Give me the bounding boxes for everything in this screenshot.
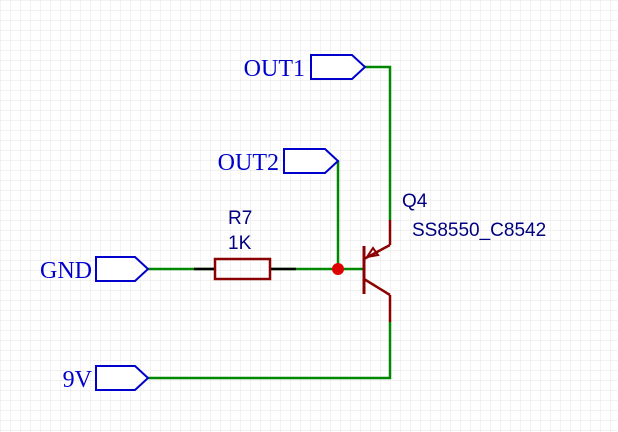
port-out2: OUT2: [218, 148, 340, 176]
transistor-part: SS8550_C8542: [412, 220, 546, 241]
resistor-r7: R7 1K: [194, 208, 296, 281]
transistor-q4: Q4 SS8550_C8542: [362, 191, 546, 322]
port-flag: [95, 256, 150, 282]
port-out1: OUT1: [244, 54, 367, 82]
port-flag: [95, 365, 150, 391]
port-label: OUT2: [218, 150, 279, 176]
port-flag: [310, 54, 367, 80]
port-9v: 9V: [63, 365, 150, 393]
transistor-arrow: [364, 246, 380, 259]
transistor-designator: Q4: [402, 191, 428, 212]
port-label: OUT1: [244, 56, 305, 82]
resistor-value: 1K: [228, 233, 252, 254]
resistor-body: [213, 257, 272, 281]
transistor-collector-arm: [363, 277, 391, 297]
wire-9v: [148, 322, 392, 380]
junction-dot: [332, 263, 344, 275]
port-gnd: GND: [40, 256, 150, 284]
wire-out1: [365, 65, 392, 220]
port-label: 9V: [63, 367, 93, 393]
port-label: GND: [40, 258, 92, 284]
port-flag: [283, 148, 340, 174]
resistor-designator: R7: [228, 208, 252, 229]
